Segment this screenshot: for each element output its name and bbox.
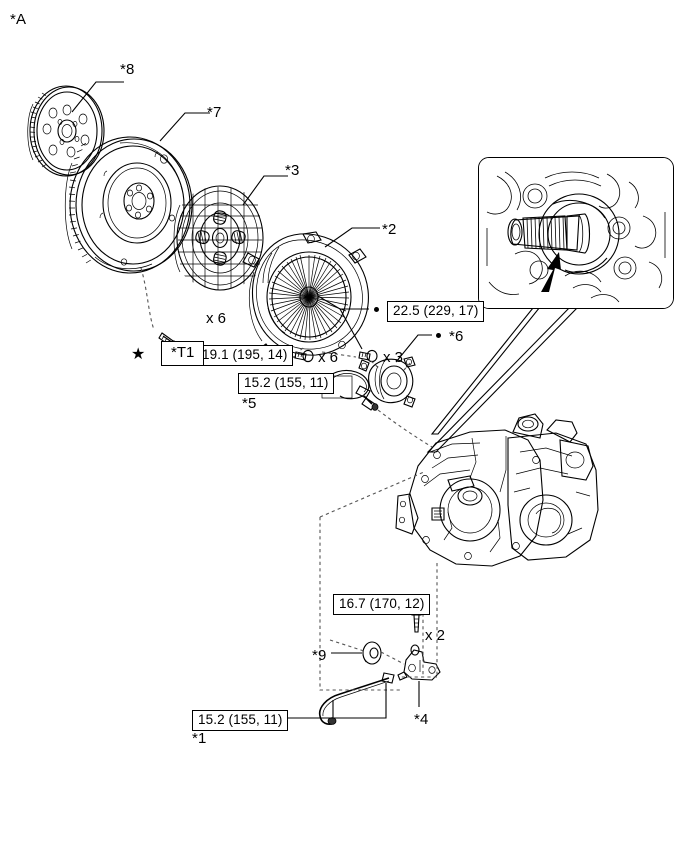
callout-1: *1 [192,730,207,747]
leader-8 [71,81,124,113]
leader-3 [242,175,288,206]
qty-release-cylinder-bolts: x 3 [383,349,404,366]
part-flywheel [64,136,193,274]
torque-box-22-5: 22.5 (229, 17) [387,301,485,323]
part-clutch-tube [318,672,395,725]
section-marker-a: *A [10,11,27,28]
qty-cover-bolts: x 6 [318,349,339,366]
part-release-cylinder-bolt [358,349,378,363]
callout-8: *8 [120,61,135,78]
part-clutch-cover-bolt [294,349,314,363]
inset-illustration: .i-ln{fill:none;stroke:#000;stroke-width… [479,158,673,308]
note-box-t1: *T1 [161,341,205,366]
callout-6: *6 [449,328,464,345]
callout-2: *2 [382,221,397,238]
part-clutch-disc [173,185,264,291]
inset-direction-arrow [541,252,561,292]
bullet-marker-torque-22-5 [374,307,379,312]
callout-3: *3 [285,162,300,179]
inset-detail-input-shaft: .i-ln{fill:none;stroke:#000;stroke-width… [478,157,674,309]
callout-7: *7 [207,104,222,121]
torque-box-15-2-line: 15.2 (155, 11) [238,373,335,395]
qty-flywheel-bolts: x 6 [206,310,227,327]
callout-4: *4 [414,711,429,728]
bullet-marker-callout-6 [436,333,441,338]
non-reusable-star-icon: ★ [131,346,146,363]
leader-2 [324,227,380,248]
callout-9: *9 [312,647,327,664]
torque-box-19-1: 19.1 (195, 14) [196,345,294,367]
torque-box-15-2-tube: 15.2 (155, 11) [192,710,289,732]
callout-5: *5 [242,395,257,412]
qty-bracket-bolts: x 2 [425,627,446,644]
assembly-dashed-lines [140,267,438,691]
part-washer [362,641,382,665]
torque-box-16-7: 16.7 (170, 12) [333,594,431,616]
leader-7 [159,112,210,142]
part-transaxle-assembly [395,413,599,567]
part-clutch-cover [242,231,369,360]
inset-pointer-wedge [426,302,579,453]
part-drive-plate [27,85,105,177]
part-tube-bracket [397,644,441,681]
